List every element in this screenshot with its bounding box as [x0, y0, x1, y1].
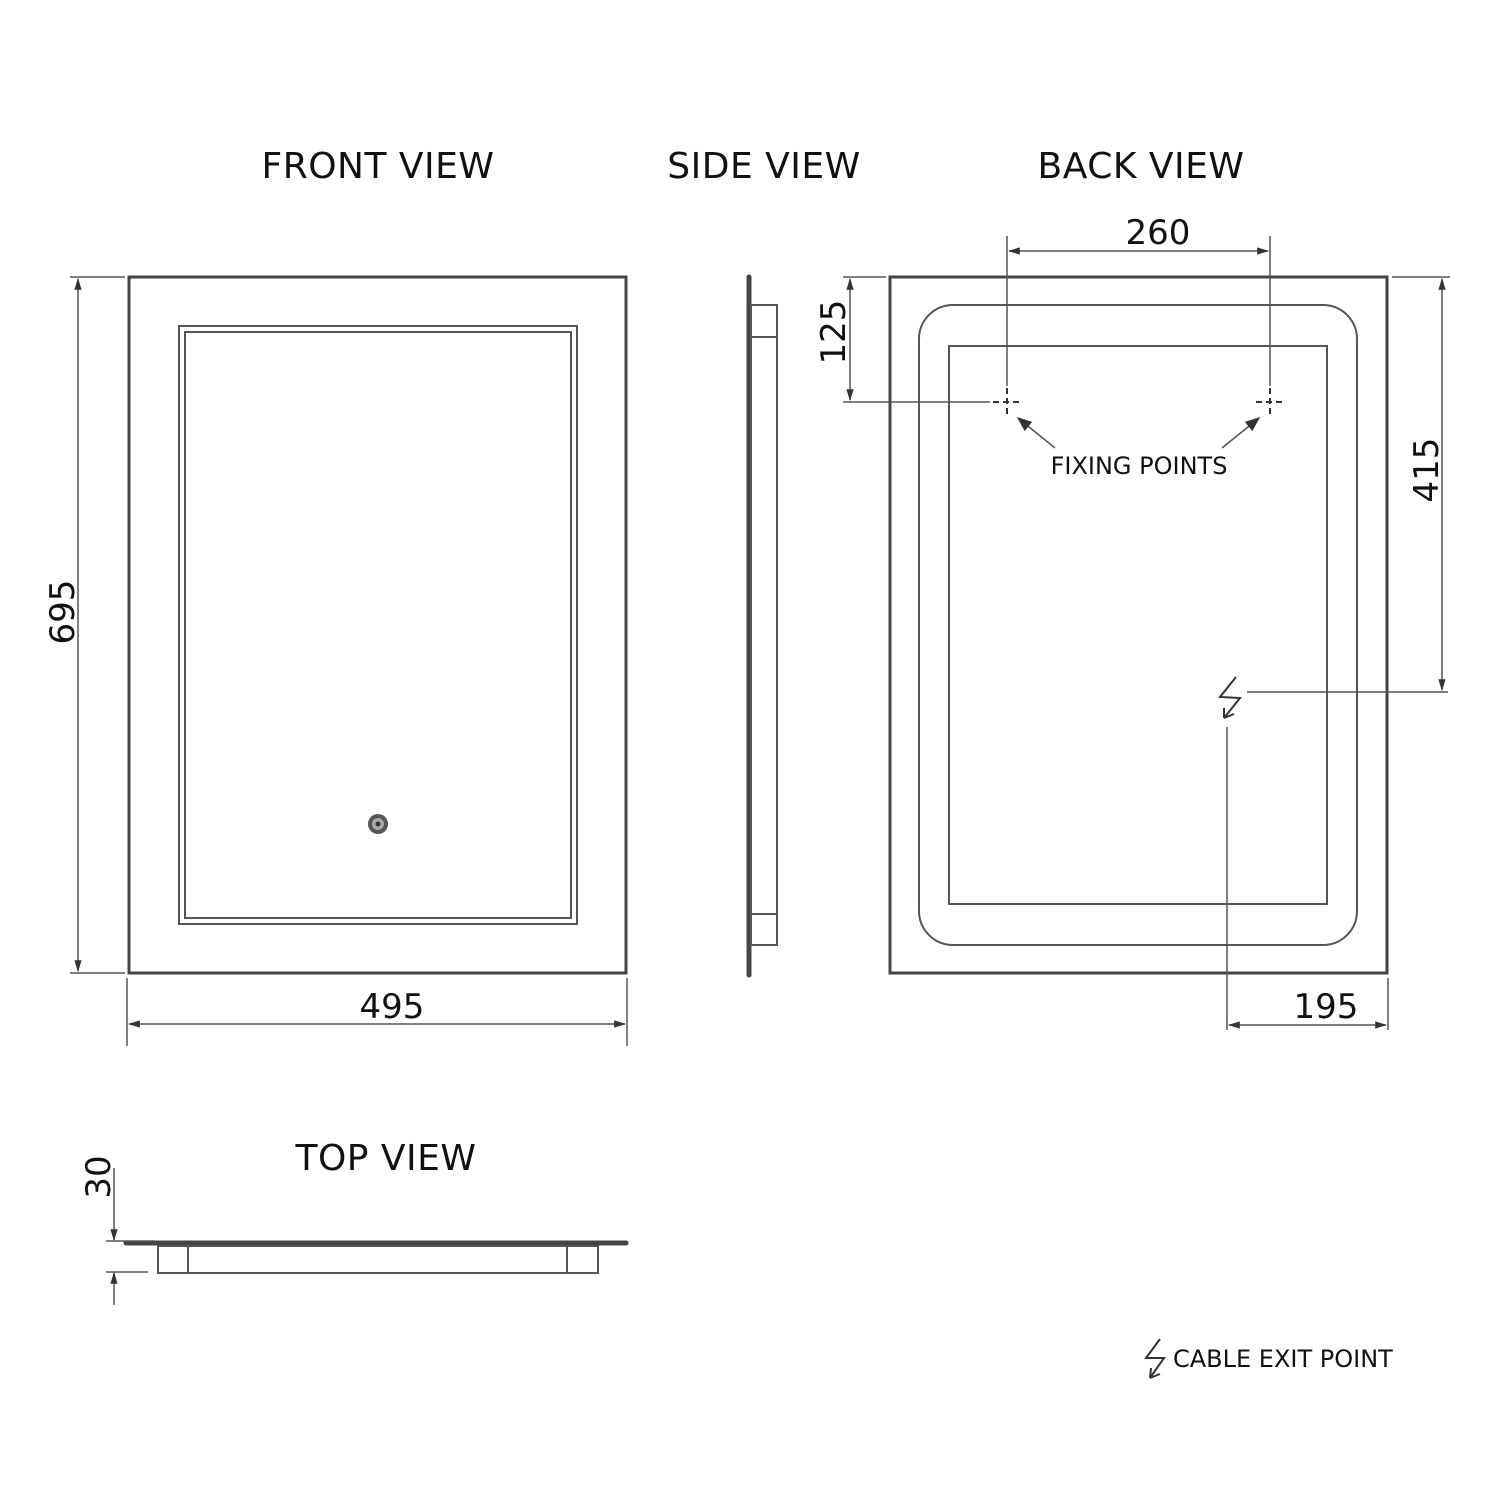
height-dimension: 695: [43, 580, 83, 645]
back-mirror-outline: [888, 275, 1389, 975]
fixing-from-top-dimension: 125: [814, 300, 854, 365]
top-view: 30: [79, 1155, 629, 1305]
front-led-frame-inner: [184, 331, 572, 919]
front-mirror-outline: [127, 275, 628, 975]
lightning-bolt-icon: [1217, 676, 1243, 719]
depth-dimension: 30: [79, 1155, 119, 1198]
cable-from-top-dimension: 415: [1407, 438, 1447, 503]
side-view: [746, 274, 778, 978]
fixing-spacing-dimension: 260: [1126, 213, 1191, 253]
top-view-title: TOP VIEW: [294, 1138, 476, 1179]
side-backing-frame: [750, 304, 778, 946]
cable-from-right-dimension: 195: [1294, 987, 1359, 1027]
fixing-points-label: FIXING POINTS: [1051, 452, 1228, 480]
touch-sensor-icon: [368, 814, 388, 834]
back-panel: [948, 345, 1328, 905]
back-view-title: BACK VIEW: [1038, 146, 1245, 187]
cable-exit-legend: CABLE EXIT POINT: [1144, 1338, 1393, 1379]
fixing-point-right: [1256, 388, 1284, 416]
front-view-title: FRONT VIEW: [261, 146, 494, 187]
fixing-point-left: [993, 388, 1021, 416]
top-backing-frame: [157, 1245, 599, 1274]
front-led-frame-outer: [178, 325, 578, 925]
lightning-bolt-icon: [1144, 1338, 1166, 1379]
front-view: 695 495: [43, 275, 628, 1046]
side-view-title: SIDE VIEW: [667, 146, 860, 187]
width-dimension: 495: [360, 987, 425, 1027]
cable-exit-label: CABLE EXIT POINT: [1173, 1345, 1393, 1373]
back-view: 260 125 FIXING POINTS 415 195: [814, 213, 1450, 1030]
back-frame-rounded: [918, 304, 1358, 946]
